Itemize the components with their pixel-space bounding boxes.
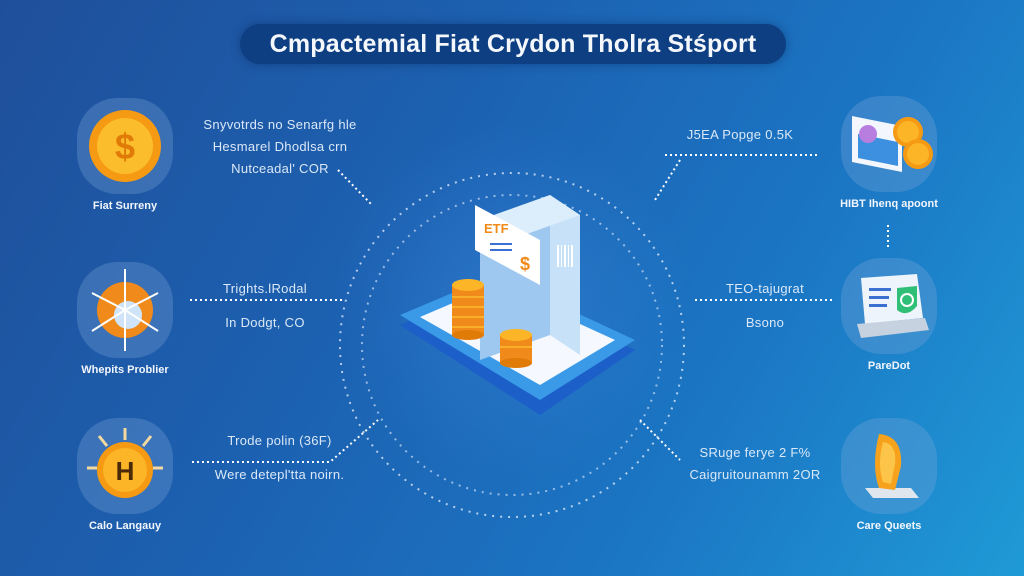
node-care-queets[interactable]: Care Queets: [834, 418, 944, 532]
page-title: Cmpactemial Fiat Crydon Tholra Stśport: [240, 24, 786, 64]
node-whepits-problier[interactable]: Whepits Problier: [70, 262, 180, 376]
description-line: Snyvotrds no Senarfg hle: [203, 117, 357, 132]
node-label: HIBT Ihenq apoont: [840, 198, 938, 210]
laptop-shield-icon: [857, 274, 929, 338]
node-bubble: [841, 258, 937, 354]
card-coins-icon: [852, 116, 933, 172]
svg-text:$: $: [115, 126, 135, 167]
node-bubble: [77, 262, 173, 358]
description-line: SRuge ferye 2 F%: [699, 445, 811, 460]
description-line: Caigruitounamm 2OR: [689, 467, 821, 482]
dollar-coin-icon: $: [89, 110, 161, 182]
node-label: Fiat Surreny: [92, 200, 158, 212]
exchange-building-icon: ETF $: [400, 195, 635, 415]
description-line: Hesmarel Dhodlsa crn: [212, 139, 348, 154]
node-label: Care Queets: [856, 520, 922, 532]
description-line: In Dodgt, CO: [225, 315, 305, 330]
description-line: TEO-tajugrat: [725, 281, 804, 296]
node-bubble: H: [77, 418, 173, 514]
node-paredot[interactable]: PareDot: [834, 258, 944, 372]
node-description: J5EA Popge 0.5K: [660, 124, 820, 146]
globe-arrows-icon: [91, 269, 159, 351]
node-fiat-currency[interactable]: $ Fiat Surreny: [70, 98, 180, 212]
svg-text:$: $: [520, 254, 530, 274]
description-line: Were detepl'tta noirn.: [214, 467, 345, 482]
node-description: SRuge ferye 2 F% Caigruitounamm 2OR: [680, 442, 830, 486]
bitcoin-coin-icon: H: [87, 428, 163, 498]
node-hibt-account[interactable]: HIBT Ihenq apoont: [834, 96, 944, 210]
description-line: Trode polin (36F): [227, 433, 332, 448]
node-label: PareDot: [867, 360, 911, 372]
description-line: Nutceadal' COR: [231, 161, 329, 176]
description-line: Trights.lRodal: [223, 281, 307, 296]
node-description: Trights.lRodal In Dodgt, CO: [200, 278, 330, 334]
node-label: Calo Langauy: [88, 520, 162, 532]
node-bubble: $: [77, 98, 173, 194]
svg-text:ETF: ETF: [484, 221, 509, 236]
node-bubble: [841, 418, 937, 514]
node-calo-langauy[interactable]: H Calo Langauy: [70, 418, 180, 532]
node-label: Whepits Problier: [81, 364, 169, 376]
description-line: Bsono: [745, 315, 785, 330]
coin-stack-icon: [452, 279, 484, 340]
node-bubble: [841, 96, 937, 192]
node-description: Snyvotrds no Senarfg hle Hesmarel Dhodls…: [180, 114, 380, 180]
node-description: Trode polin (36F) Were detepl'tta noirn.: [192, 430, 367, 486]
node-description: TEO-tajugrat Bsono: [700, 278, 830, 334]
description-line: J5EA Popge 0.5K: [686, 127, 794, 142]
svg-text:H: H: [116, 456, 135, 486]
golden-trophy-icon: [865, 434, 919, 498]
coin-stack-icon: [500, 329, 532, 368]
